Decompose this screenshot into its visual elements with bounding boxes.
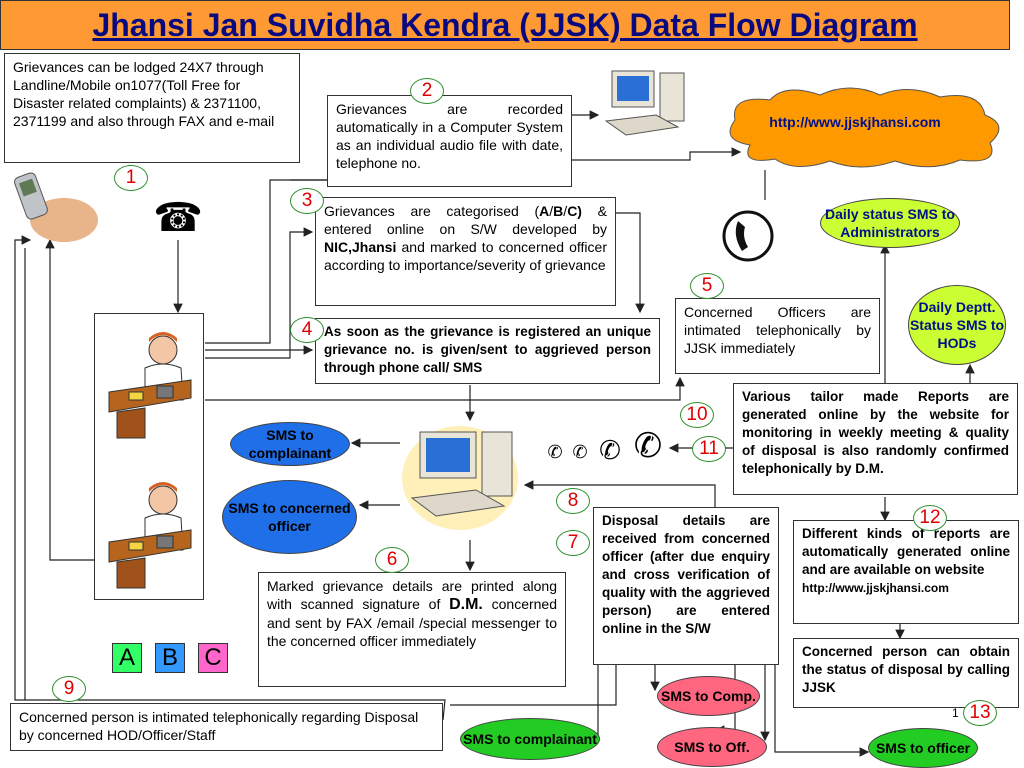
lodge-info-box: Grievances can be lodged 24X7 through La… xyxy=(4,53,300,163)
phone-handset-icon: ✆ xyxy=(547,441,563,462)
recorded-text: Grievances are recorded automatically in… xyxy=(336,101,563,171)
daily-deptt-sms-oval: Daily Deptt. Status SMS to HODs xyxy=(908,285,1006,365)
category-b-tag: B xyxy=(155,643,185,673)
operator-icon xyxy=(105,470,195,590)
status-box: Concerned person can obtain the status o… xyxy=(793,638,1019,708)
page-number: 1 xyxy=(952,706,959,720)
step-number-9: 9 xyxy=(52,676,86,702)
sms-to-off-oval: SMS to Off. xyxy=(657,727,767,767)
disposal-box: Disposal details are received from conce… xyxy=(593,507,779,665)
recorded-box: Grievances are recorded automatically in… xyxy=(327,95,572,187)
category-b-label: B xyxy=(553,203,564,219)
page-title: Jhansi Jan Suvidha Kendra (JJSK) Data Fl… xyxy=(0,0,1010,50)
phone-handset-icon: ✆ xyxy=(633,427,663,465)
step-number-1: 1 xyxy=(114,165,148,191)
phone-handset-icon: ✆ xyxy=(599,434,621,465)
sms-to-complainant-oval-2: SMS to complainant xyxy=(460,718,600,760)
different-reports-url[interactable]: http://www.jjskjhansi.com xyxy=(802,581,949,595)
nic-label: NIC,Jhansi xyxy=(324,239,397,255)
mobile-phone-icon xyxy=(8,168,100,248)
status-text: Concerned person can obtain the status o… xyxy=(802,644,1010,695)
sms-to-officer-oval: SMS to officer xyxy=(868,728,978,768)
registered-box: As soon as the grievance is registered a… xyxy=(315,318,660,384)
categorised-box: Grievances are categorised (A/B/C) & ent… xyxy=(315,197,616,306)
sms-to-complainant-oval: SMS to complainant xyxy=(230,422,350,466)
sep-1: / xyxy=(549,203,554,219)
step-number-7: 7 xyxy=(556,530,590,556)
phone-handset-icon xyxy=(722,205,774,267)
categorised-text-2: & entered online on S/W developed by xyxy=(324,203,607,237)
step-number-10: 10 xyxy=(680,402,714,428)
category-a-label: A xyxy=(539,203,550,219)
printed-text-1: Marked grievance details are printed alo… xyxy=(267,578,557,612)
step-number-13: 13 xyxy=(963,700,997,726)
dm-label: D.M. xyxy=(449,596,483,613)
reports-box: Various tailor made Reports are generate… xyxy=(733,383,1018,495)
intimated-box: Concerned person is intimated telephonic… xyxy=(10,703,443,751)
registered-text: As soon as the grievance is registered a… xyxy=(324,324,651,375)
printed-box: Marked grievance details are printed alo… xyxy=(258,572,566,687)
different-reports-box: Different kinds of reports are automatic… xyxy=(793,520,1019,624)
category-c-label: C) xyxy=(567,203,582,219)
step-number-5: 5 xyxy=(690,273,724,299)
category-a-tag: A xyxy=(112,643,142,673)
category-c-tag: C xyxy=(198,643,228,673)
reports-text: Various tailor made Reports are generate… xyxy=(742,389,1009,476)
step-number-8: 8 xyxy=(556,488,590,514)
sms-to-concerned-officer-oval: SMS to concerned officer xyxy=(222,480,357,554)
operators-panel xyxy=(94,313,204,600)
step-number-11: 11 xyxy=(692,436,726,462)
sms-to-comp-oval: SMS to Comp. xyxy=(657,676,760,716)
website-cloud: http://www.jjskjhansi.com xyxy=(710,85,1015,170)
computer-icon xyxy=(600,65,695,150)
step-number-2: 2 xyxy=(410,78,444,104)
step-number-12: 12 xyxy=(913,505,947,531)
computer-icon xyxy=(400,418,525,538)
officers-intimated-box: Concerned Officers are intimated telepho… xyxy=(675,298,880,374)
disposal-text: Disposal details are received from conce… xyxy=(602,513,770,636)
category-b-text: B xyxy=(161,644,178,671)
telephone-icon: ☎ xyxy=(153,196,203,240)
step-number-3: 3 xyxy=(290,188,324,214)
categorised-text-3: and marked to concerned officer accordin… xyxy=(324,239,607,273)
category-a-text: A xyxy=(118,644,135,671)
lodge-text: Grievances can be lodged 24X7 through La… xyxy=(13,59,275,129)
sep-2: / xyxy=(563,203,568,219)
phone-handset-icon: ✆ xyxy=(572,441,588,462)
daily-status-sms-oval: Daily status SMS to Administrators xyxy=(820,198,960,248)
category-c-text: C xyxy=(204,644,222,671)
operator-icon xyxy=(105,320,195,440)
categorised-text-1: Grievances are categorised ( xyxy=(324,203,540,219)
officers-intimated-text: Concerned Officers are intimated telepho… xyxy=(684,304,871,356)
website-url[interactable]: http://www.jjskjhansi.com xyxy=(769,114,941,130)
step-number-4: 4 xyxy=(290,317,324,343)
intimated-text: Concerned person is intimated telephonic… xyxy=(19,709,419,743)
printed-text-2: concerned and sent by FAX /email /specia… xyxy=(267,596,557,649)
different-reports-text: Different kinds of reports are automatic… xyxy=(802,526,1010,577)
step-number-6: 6 xyxy=(375,547,409,573)
